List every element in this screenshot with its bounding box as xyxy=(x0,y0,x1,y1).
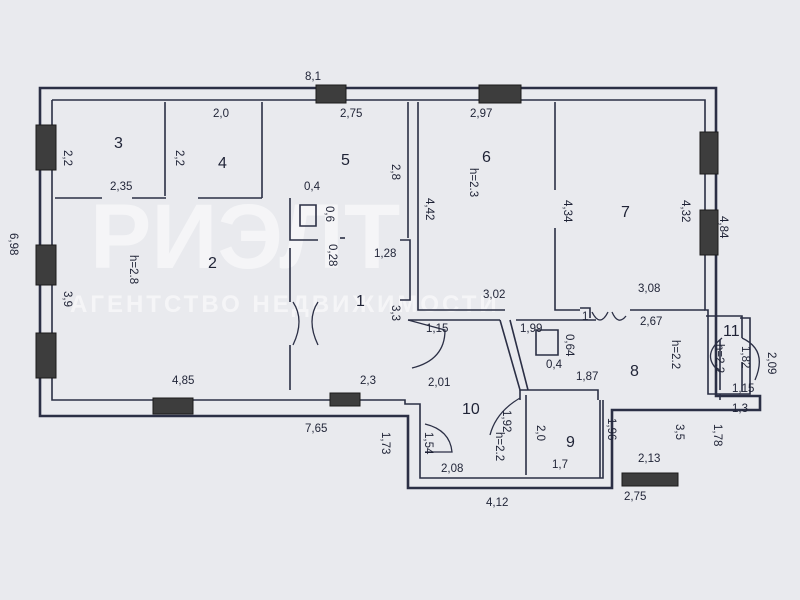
dim-room8-h: 3,5 xyxy=(673,424,685,440)
dim-total-top: 8,1 xyxy=(305,71,321,83)
dim-room8-c: 0,4 xyxy=(546,359,563,371)
room-8-number: 8 xyxy=(630,363,639,380)
ceiling-heights: h=2.8 h=2.3 h=2.2 h=2.2 h=2.2 xyxy=(127,168,725,461)
room-10-number: 10 xyxy=(462,401,480,418)
door-room9 xyxy=(489,397,521,436)
room-6-height: h=2.3 xyxy=(467,168,479,197)
watermark-brand: РИЭЛТ xyxy=(90,186,400,288)
dim-room10-c: 1,54 xyxy=(422,432,434,455)
dim-room10-a: 1,15 xyxy=(426,323,448,335)
dim-room9-b: 1,7 xyxy=(552,459,568,471)
windows xyxy=(35,84,719,487)
dim-room10-f: 1,92 xyxy=(500,410,512,432)
room-2-number: 2 xyxy=(208,255,217,272)
room-1-number: 1 xyxy=(356,293,365,310)
room-11-number: 11 xyxy=(723,323,740,340)
dim-room6-w: 2,97 xyxy=(470,108,492,120)
dim-room8-f: 1,96 xyxy=(605,418,617,440)
dim-total-left: 6,98 xyxy=(7,233,19,255)
dim-04: 0,4 xyxy=(304,181,321,193)
room-5-number: 5 xyxy=(341,152,350,169)
door-room7 xyxy=(611,311,627,321)
room-numbers: 1 2 3 4 5 6 7 8 9 10 11 xyxy=(114,135,740,451)
window-left-room3 xyxy=(35,124,57,171)
dim-bottom-mid: 4,12 xyxy=(486,497,508,509)
door-room11-outer xyxy=(741,337,760,381)
window-top-room5 xyxy=(315,84,347,104)
dim-room2-h: 3,9 xyxy=(61,291,73,307)
dim-room10-e: 2,08 xyxy=(441,463,463,475)
room-9-number: 9 xyxy=(566,434,575,451)
dim-room8-g: 2,13 xyxy=(638,453,660,465)
dim-bottom-left: 7,65 xyxy=(305,423,327,435)
interior-walls xyxy=(55,102,743,475)
room-2-height: h=2.8 xyxy=(127,255,139,284)
window-left-room2-upper xyxy=(35,244,57,286)
dim-room1-w: 2,3 xyxy=(360,375,376,387)
dim-room5-w: 2,75 xyxy=(340,108,362,120)
room-3-number: 3 xyxy=(114,135,123,152)
dim-room6-b: 3,02 xyxy=(483,289,505,301)
dim-room1-h: 3,3 xyxy=(389,305,401,321)
dim-room8-d: 2,67 xyxy=(640,316,662,328)
dim-room7-b: 3,08 xyxy=(638,283,660,295)
room-9-height: h=2.2 xyxy=(493,432,505,461)
dim-028: 0,28 xyxy=(326,244,338,266)
dim-room10-d: 1,73 xyxy=(379,432,391,454)
dim-room8-a: 1,99 xyxy=(520,323,542,335)
room-6-number: 6 xyxy=(482,149,491,166)
doors xyxy=(292,301,760,453)
window-right-room7-upper xyxy=(699,131,719,175)
dimension-labels: 8,1 6,98 7,65 4,12 2,75 2,2 2,35 2,0 2,2… xyxy=(7,71,777,509)
dim-room11-c: 1,15 xyxy=(732,383,754,395)
window-left-room2-lower xyxy=(35,332,57,379)
dim-06: 0,6 xyxy=(323,206,335,222)
room-4-number: 4 xyxy=(218,155,227,172)
dim-room4-w: 2,0 xyxy=(213,108,229,120)
dim-room9-w: 2,0 xyxy=(534,425,546,441)
door-room10-lower xyxy=(424,423,453,453)
dim-room4-h: 2,2 xyxy=(173,150,185,166)
dim-room2-w: 4,85 xyxy=(172,375,194,387)
dim-room3-w: 2,35 xyxy=(110,181,132,193)
dim-room11-d: 1,3 xyxy=(732,403,748,415)
room-7-number: 7 xyxy=(621,204,630,221)
dim-room3-h: 2,2 xyxy=(61,150,73,166)
dim-room6-h: 4,42 xyxy=(423,198,435,220)
dim-128: 1,28 xyxy=(374,248,396,260)
door-room1-left xyxy=(292,301,300,346)
dim-bottom-right: 2,75 xyxy=(624,491,646,503)
dim-room8-e: 1,87 xyxy=(576,371,598,383)
watermark-tagline: АГЕНТСТВО НЕДВИЖИМОСТИ xyxy=(70,291,500,318)
room-8-height: h=2.2 xyxy=(669,340,681,369)
dim-room7-l: 4,34 xyxy=(561,200,573,223)
dim-small-1: 1 xyxy=(582,311,588,323)
door-room8 xyxy=(591,311,609,321)
door-room10-entry xyxy=(407,319,446,369)
window-bottom-room2 xyxy=(152,397,194,415)
window-right-room7-lower xyxy=(699,209,719,256)
dim-right-ext: 4,84 xyxy=(717,216,729,239)
window-top-room6 xyxy=(478,84,522,104)
dim-room11-a: 1,82 xyxy=(739,346,751,368)
door-room11 xyxy=(709,337,723,373)
room-11-height: h=2.2 xyxy=(713,344,725,373)
window-bottom-room1 xyxy=(329,392,361,407)
dim-room5-h: 2,8 xyxy=(389,164,401,180)
dim-room10-b: 2,01 xyxy=(428,377,450,389)
dim-room7-r: 4,32 xyxy=(679,200,691,222)
dim-room11-b: 2,09 xyxy=(765,352,777,374)
dim-room8-i: 1,78 xyxy=(711,424,723,446)
door-room1-right xyxy=(311,301,319,346)
window-bottom-room8 xyxy=(621,472,679,487)
dim-room8-b: 0,64 xyxy=(563,334,575,357)
